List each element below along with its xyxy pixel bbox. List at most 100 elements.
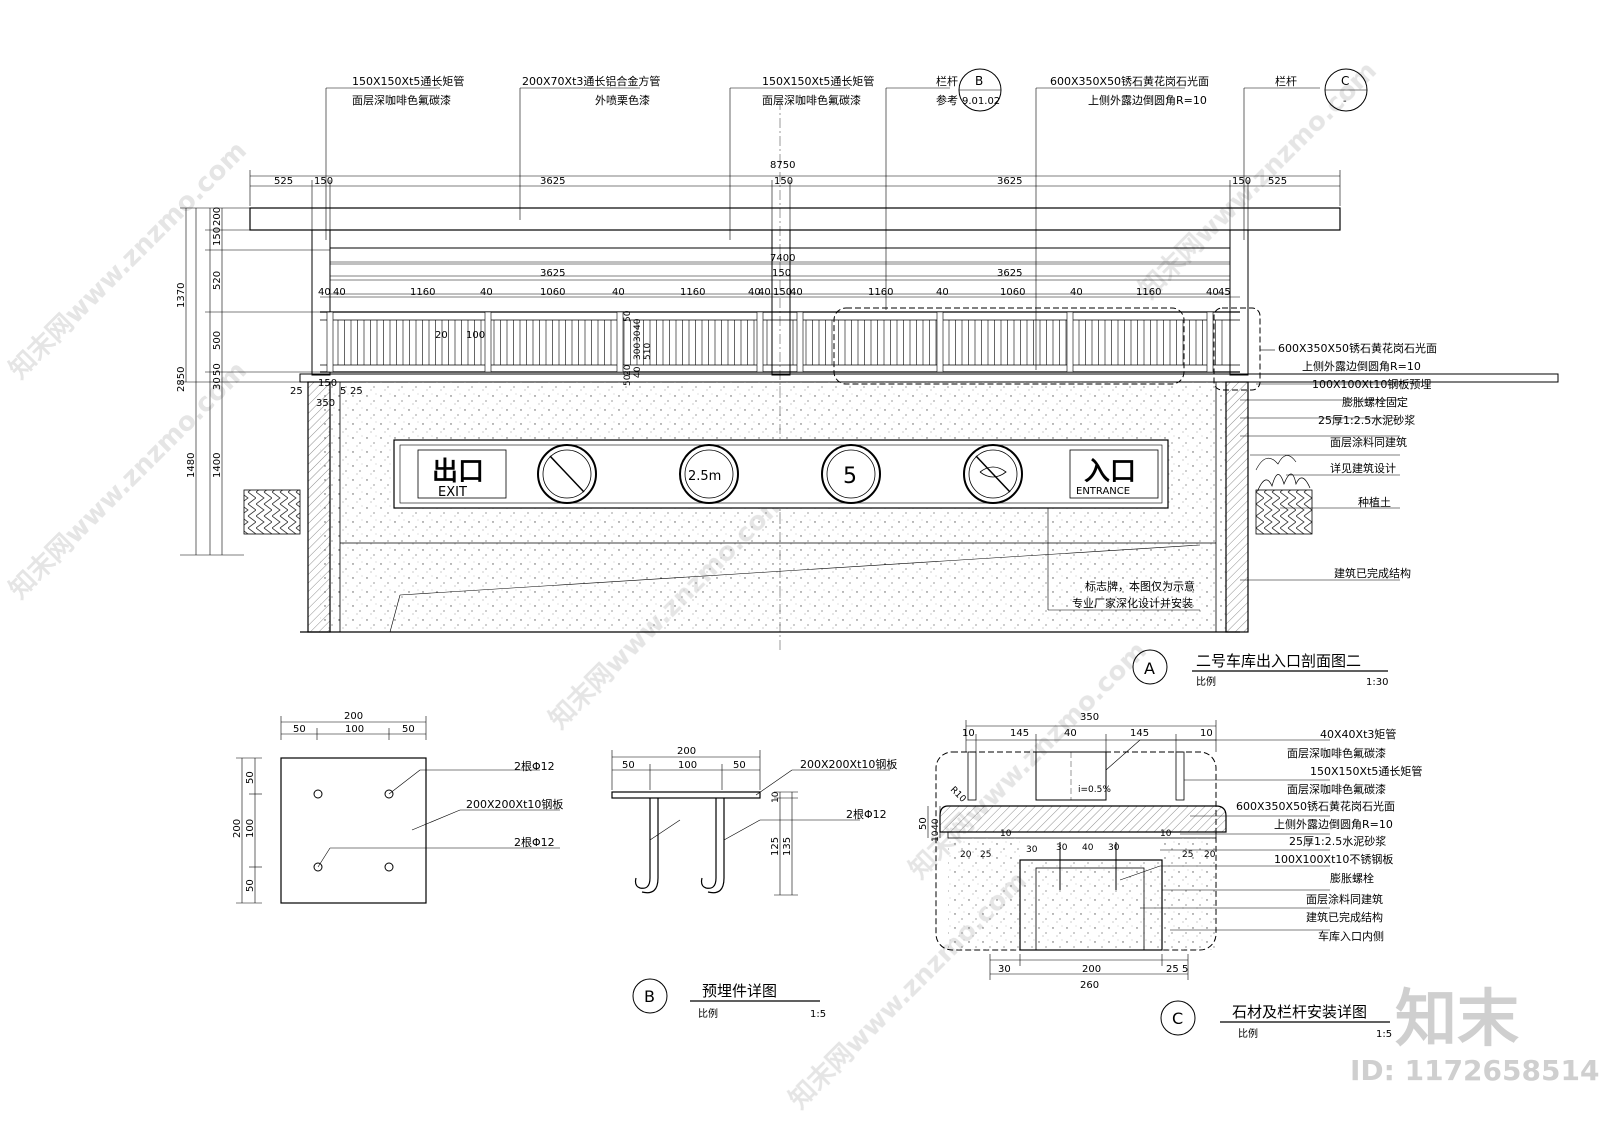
dim-rail-510: 510 <box>643 343 653 360</box>
top-label-2b: 外喷栗色漆 <box>595 93 650 107</box>
right-label-8: 种植土 <box>1358 495 1391 509</box>
dims-rail: 50 40 30 300 510 20 40 50 20 100 25 25 1… <box>290 310 653 409</box>
b-elev-label-2: 2根Φ12 <box>846 807 887 821</box>
c-dim-left-40: 40 <box>931 818 941 830</box>
b-plan-dim-50b: 50 <box>402 724 415 735</box>
dim-520: 520 <box>212 271 223 290</box>
railing-post <box>484 311 492 373</box>
c-dim-145b: 145 <box>1130 728 1149 739</box>
title-b-name: 预埋件详图 <box>702 982 777 1000</box>
c-dim-left-10: 10 <box>931 830 941 842</box>
sign-exit-cn: 出口 <box>432 457 484 487</box>
right-labels-a: 600X350X50锈石黄花岗石光面 上侧外露边倒圆角R=10 100X100X… <box>1278 341 1437 580</box>
right-label-3: 100X100Xt10钢板预埋 <box>1312 377 1431 391</box>
top-label-6a: 栏杆 <box>1275 74 1297 88</box>
watermark-id: ID: 1172658514 <box>1350 1054 1599 1087</box>
dim-mid-12: 40 <box>936 287 949 298</box>
right-label-6: 面层涂料同建筑 <box>1330 435 1407 449</box>
dim-3625-right: 3625 <box>997 176 1022 187</box>
section-drawing-a <box>180 87 1559 685</box>
top-label-5a: 600X350X50锈石黄花岗石光面 <box>1050 74 1209 88</box>
detail-c-text: 350 10 145 40 145 10 50 40 10 R10 i=0.5%… <box>918 712 1422 1040</box>
c-mid-30a: 30 <box>1026 845 1038 855</box>
c-mid-10a: 10 <box>1000 829 1012 839</box>
dim-mid-14: 40 <box>1070 287 1083 298</box>
b-elev-dim-200: 200 <box>677 746 696 757</box>
top-label-3a: 150X150Xt5通长矩管 <box>762 74 874 88</box>
dim-mid-0: 40 <box>318 287 331 298</box>
detail-b-elevation <box>611 750 890 1014</box>
c-dim-40: 40 <box>1064 728 1077 739</box>
top-label-group: 150X150Xt5通长矩管 面层深咖啡色氟碳漆 200X70Xt3通长铝合金方… <box>352 74 1297 107</box>
c-mid-10b: 10 <box>1160 829 1172 839</box>
dim-25-r: 25 <box>350 386 363 397</box>
dim-25-l: 25 <box>290 386 303 397</box>
dim-mid-7: 40 <box>748 287 761 298</box>
title-c-letter: C <box>1172 1009 1183 1028</box>
c-bot-260: 260 <box>1080 980 1099 991</box>
dim-1480: 1480 <box>186 453 197 478</box>
sign-height-limit: 2.5m <box>688 469 721 484</box>
b-plan-dim-100: 100 <box>345 724 364 735</box>
right-label-1: 600X350X50锈石黄花岗石光面 <box>1278 341 1437 355</box>
railing-post <box>756 311 764 373</box>
c-mid-25b: 25 <box>1182 850 1193 860</box>
dims-top-a: 8750 525 150 3625 150 3625 150 525 7400 … <box>274 160 1287 279</box>
b-plan-dim-left-100: 100 <box>245 819 256 838</box>
railing-post <box>936 311 944 373</box>
b-plan-label-2: 200X200Xt10钢板 <box>466 797 563 811</box>
callout-b-sheet: 9.01.02 <box>962 96 1000 107</box>
top-label-1b: 面层深咖啡色氟碳漆 <box>352 93 451 107</box>
top-label-1a: 150X150Xt5通长矩管 <box>352 74 464 88</box>
dim-3625-mid-right: 3625 <box>997 268 1022 279</box>
dim-3625-left: 3625 <box>540 176 565 187</box>
dim-200: 200 <box>212 207 223 226</box>
top-label-4a: 栏杆 <box>936 74 958 88</box>
dim-150-col: 150 <box>318 378 337 389</box>
dim-525-left: 525 <box>274 176 293 187</box>
sign-panel: 出口 EXIT 2.5m 5 入口 ENTRANCE <box>432 457 1137 500</box>
top-label-4b: 参考 <box>936 93 958 107</box>
sign-entry-cn: 入口 <box>1084 457 1136 487</box>
c-label-12: 车库入口内侧 <box>1318 929 1384 943</box>
dim-rail-40: 40 <box>633 318 643 330</box>
title-a-scale: 1:30 <box>1366 677 1388 688</box>
dim-500: 500 <box>212 331 223 350</box>
dim-150-v: 150 <box>212 227 223 246</box>
railing-post <box>616 311 624 373</box>
callout-c-sheet: - <box>1343 96 1347 107</box>
watermark-brand: 知末 <box>1395 982 1519 1055</box>
c-label-8: 100X100Xt10不锈钢板 <box>1274 852 1393 866</box>
b-plan-label-1: 2根Φ12 <box>514 759 555 773</box>
right-label-2: 上侧外露边倒圆角R=10 <box>1302 360 1421 373</box>
dim-mid-6: 1160 <box>680 287 705 298</box>
right-label-5: 25厚1:2.5水泥砂浆 <box>1318 413 1415 427</box>
b-plan-dim-left-200: 200 <box>232 819 243 838</box>
b-plan-dim-left-50b: 50 <box>245 879 256 892</box>
dim-20: 20 <box>435 330 448 341</box>
callout-b: B 9.01.02 <box>958 68 1002 112</box>
dim-3625-mid-left: 3625 <box>540 268 565 279</box>
b-elev-dim-135: 135 <box>782 837 793 856</box>
dim-rail-50b: 50 <box>623 374 633 386</box>
c-label-6: 上侧外露边倒圆角R=10 <box>1274 818 1393 831</box>
detail-b-elevation-text: 200 50 100 50 10 125 135 200X200Xt10钢板 2… <box>622 746 897 1020</box>
dim-mid-13: 1060 <box>1000 287 1025 298</box>
c-bot-200: 200 <box>1082 964 1101 975</box>
right-label-7: 详见建筑设计 <box>1330 461 1396 475</box>
dim-7400: 7400 <box>770 253 795 264</box>
dim-150-mid2: 150 <box>772 268 791 279</box>
dim-mid-4: 1060 <box>540 287 565 298</box>
detail-b-plan-text: 200 50 100 50 200 50 100 50 2根Φ12 200X20… <box>232 711 563 892</box>
b-elev-dim-100: 100 <box>678 760 697 771</box>
right-label-9: 建筑已完成结构 <box>1334 566 1411 580</box>
dim-150-left: 150 <box>314 176 333 187</box>
c-label-1: 40X40Xt3矩管 <box>1320 727 1396 741</box>
dim-mid-3: 40 <box>480 287 493 298</box>
c-mid-20a: 20 <box>960 850 972 860</box>
callout-c: C - <box>1324 68 1368 112</box>
dim-1400: 1400 <box>212 453 223 478</box>
railing-post <box>796 311 804 373</box>
